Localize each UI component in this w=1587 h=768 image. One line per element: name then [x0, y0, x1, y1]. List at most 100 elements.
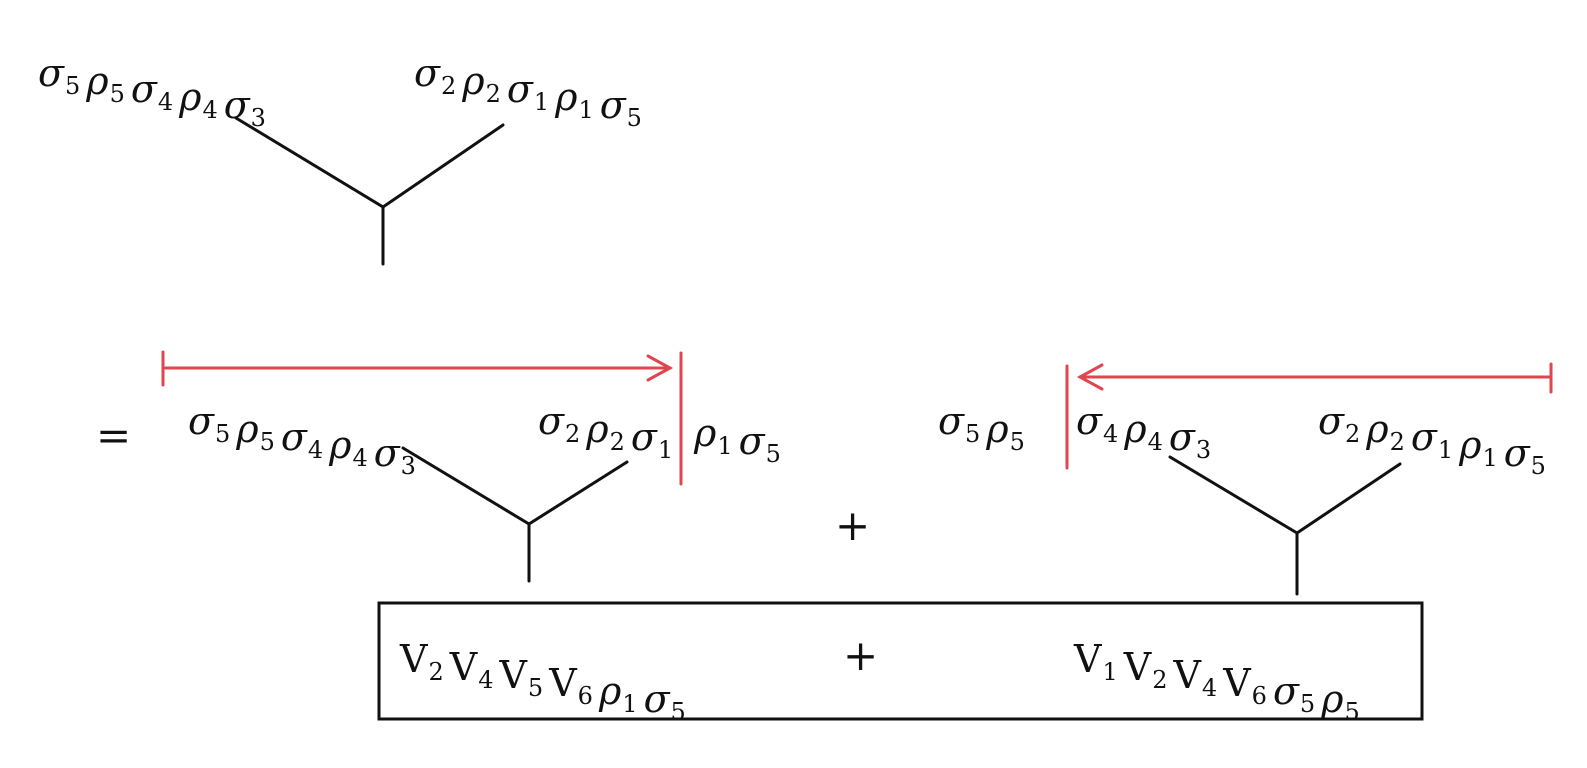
symbol-base: V [399, 637, 428, 681]
symbol-base: σ [188, 399, 215, 443]
symbol-subscript: 2 [610, 428, 625, 456]
symbol-base: σ [631, 415, 658, 459]
term2-tree-branches [1168, 455, 1402, 596]
symbol-base: σ [414, 51, 441, 95]
symbol-subscript: 1 [1438, 436, 1453, 464]
symbol-subscript: 2 [441, 72, 456, 100]
top-tree-branches [234, 116, 505, 266]
symbol-base: V [1172, 653, 1201, 697]
symbol-base: V [498, 653, 527, 697]
symbol-subscript: 1 [622, 690, 637, 718]
symbol-base: ρ [235, 407, 259, 451]
symbol-subscript: 4 [1148, 428, 1163, 456]
symbol-base: σ [1318, 399, 1345, 443]
symbol-base: ρ [598, 669, 622, 713]
symbol-base: ρ [1458, 423, 1482, 467]
symbol-base: ρ [461, 59, 485, 103]
symbol-base: V [1073, 637, 1102, 681]
symbol-base: ρ [554, 75, 578, 119]
symbol-subscript: 1 [658, 436, 673, 464]
symbol-subscript: 4 [158, 88, 173, 116]
symbol-subscript: 5 [215, 420, 230, 448]
symbol-base: ρ [1365, 407, 1389, 451]
symbol-subscript: 3 [251, 104, 266, 132]
term1-tree-right-branch [527, 460, 629, 526]
symbol-subscript: 4 [478, 666, 493, 694]
top-tree-right-branch [381, 123, 505, 209]
symbol-base: σ [507, 67, 534, 111]
term2-arrow-head [1076, 363, 1104, 391]
symbol-base: ρ [693, 411, 717, 455]
result-plus-sign: + [843, 631, 878, 680]
symbol-subscript: 1 [578, 96, 593, 124]
symbol-subscript: 4 [202, 96, 217, 124]
symbol-subscript: 6 [578, 682, 593, 710]
symbol-base: σ [600, 83, 627, 127]
term1-arrow [161, 350, 683, 486]
symbol-base: σ [1273, 669, 1300, 713]
symbol-subscript: 4 [1202, 674, 1217, 702]
symbol-base: ρ [85, 59, 109, 103]
symbol-base: V [548, 661, 577, 705]
symbol-subscript: 5 [766, 440, 781, 468]
symbol-subscript: 5 [260, 428, 275, 456]
symbol-base: σ [38, 51, 65, 95]
symbol-base: V [449, 645, 478, 689]
term2-tree-left-branch [1168, 455, 1299, 535]
term1-arrow-head [646, 354, 674, 382]
symbol-base: ρ [178, 75, 202, 119]
symbol-subscript: 2 [565, 420, 580, 448]
symbol-subscript: 5 [1300, 690, 1315, 718]
symbol-subscript: 5 [1010, 428, 1025, 456]
symbol-base: σ [1169, 415, 1196, 459]
symbol-subscript: 5 [627, 104, 642, 132]
symbol-base: σ [1076, 399, 1103, 443]
term2-tree-right-branch [1295, 462, 1402, 535]
symbol-subscript: 5 [1345, 698, 1360, 726]
top-tree-left-branch [234, 116, 385, 209]
symbol-base: V [1222, 661, 1251, 705]
symbol-base: ρ [585, 407, 609, 451]
symbol-subscript: 5 [110, 80, 125, 108]
symbol-subscript: 3 [1196, 436, 1211, 464]
symbol-subscript: 5 [528, 674, 543, 702]
symbol-base: σ [131, 67, 158, 111]
symbol-subscript: 3 [401, 452, 416, 480]
symbol-base: ρ [1123, 407, 1147, 451]
symbol-subscript: 5 [965, 420, 980, 448]
symbol-subscript: 1 [717, 432, 732, 460]
symbol-subscript: 1 [1102, 658, 1117, 686]
result-box-frame [377, 601, 1424, 721]
plus-sign: + [835, 501, 870, 550]
symbol-base: σ [1411, 415, 1438, 459]
term2-arrow [1065, 362, 1553, 470]
symbol-subscript: 6 [1252, 682, 1267, 710]
symbol-subscript: 2 [1345, 420, 1360, 448]
symbol-subscript: 5 [1531, 452, 1546, 480]
symbol-subscript: 1 [534, 88, 549, 116]
symbol-base: σ [538, 399, 565, 443]
symbol-base: ρ [985, 407, 1009, 451]
symbol-subscript: 2 [486, 80, 501, 108]
symbol-base: σ [938, 399, 965, 443]
symbol-subscript: 1 [1482, 444, 1497, 472]
symbol-base: V [1123, 645, 1152, 689]
term1-tree-left-branch [401, 446, 531, 526]
symbol-base: σ [739, 419, 766, 463]
symbol-base: σ [644, 677, 671, 721]
term1-tree-branches [401, 446, 629, 583]
symbol-base: σ [281, 415, 308, 459]
symbol-subscript: 4 [1103, 420, 1118, 448]
